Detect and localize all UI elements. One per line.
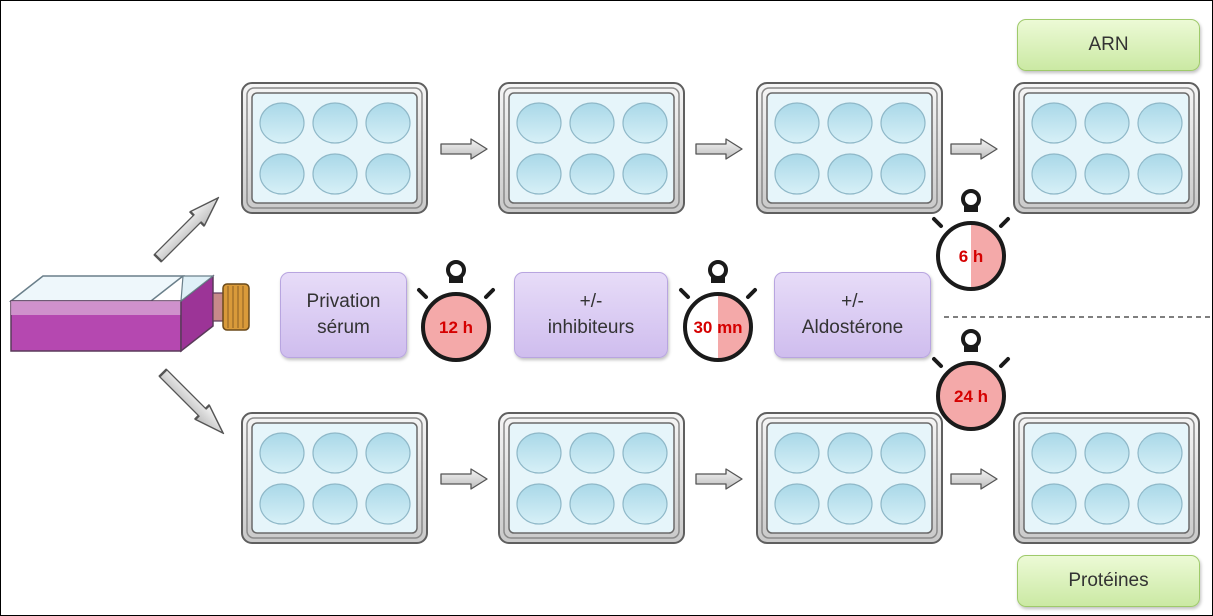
stopwatch-icon: 6 h (932, 189, 1010, 291)
arrow-right-icon (950, 138, 998, 160)
arrow-right-icon (695, 468, 743, 490)
step-inhibitors: +/- inhibiteurs (514, 272, 668, 358)
stopwatch-icon: 30 mn (679, 260, 757, 362)
well-plate (1013, 82, 1200, 214)
arrow-right-icon (695, 138, 743, 160)
output-rna-box: ARN (1017, 19, 1200, 71)
arrow-down-right-icon (154, 364, 232, 442)
stopwatch-icon: 24 h (932, 329, 1010, 431)
timer-24h-label: 24 h (954, 387, 988, 406)
arrow-up-right-icon (149, 189, 227, 267)
stopwatch-icon: 12 h (417, 260, 495, 362)
arrow-right-icon (440, 468, 488, 490)
well-plate (756, 412, 943, 544)
well-plate (241, 82, 428, 214)
arrow-right-icon (950, 468, 998, 490)
well-plate (1013, 412, 1200, 544)
step-aldosterone: +/- Aldostérone (774, 272, 931, 358)
timer-30mn-label: 30 mn (693, 318, 742, 337)
step-serum-starvation: Privation sérum (280, 272, 407, 358)
timer-6h-label: 6 h (959, 247, 984, 266)
culture-flask-icon (8, 274, 250, 353)
output-protein-box: Protéines (1017, 555, 1200, 607)
well-plate (498, 412, 685, 544)
well-plate (498, 82, 685, 214)
well-plate (241, 412, 428, 544)
timer-12h-label: 12 h (439, 318, 473, 337)
well-plate (756, 82, 943, 214)
arrow-right-icon (440, 138, 488, 160)
